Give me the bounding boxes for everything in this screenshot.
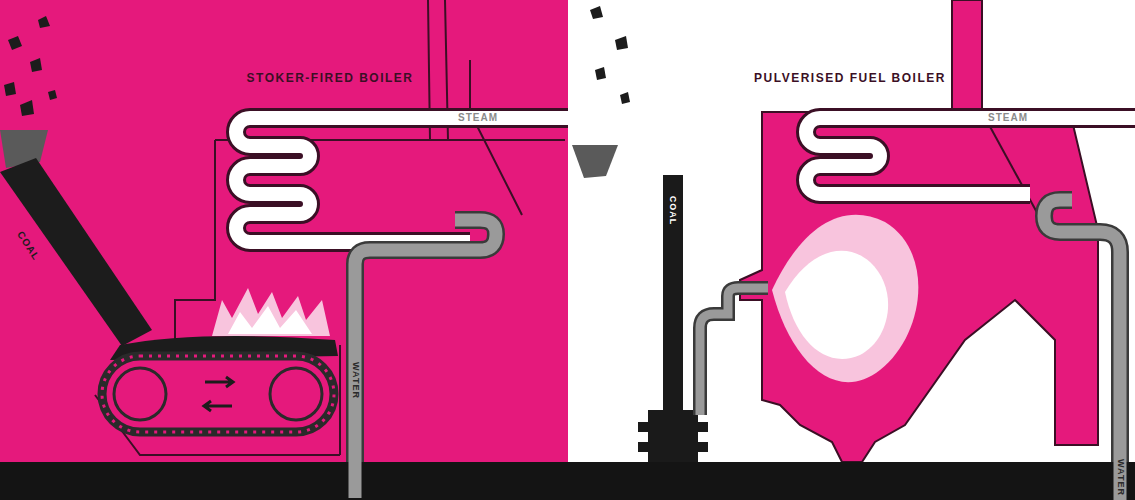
flame [212,288,330,336]
chimney-outline [428,0,522,215]
right-panel-ground [568,0,1135,500]
water-label: WATER [1116,459,1125,496]
pipe-outline [700,288,768,415]
coal-lump [590,6,603,19]
steam-tubes [806,118,1135,194]
flame-core [785,251,888,359]
tube-outline [236,118,568,242]
water-pipe [355,220,496,498]
coal-lump [595,67,606,80]
steam-label: STEAM [458,113,498,123]
boiler-title: PULVERISED FUEL BOILER [754,72,946,84]
coal-hopper [0,130,48,168]
grate-sprocket [114,368,166,420]
coal-supply [572,6,768,462]
coal-lump [620,92,630,104]
coal-lump [4,82,16,96]
coal-lump [20,100,34,116]
boiler-title: STOKER-FIRED BOILER [247,72,414,84]
steam-tubes [236,118,568,242]
pipe-outline [355,220,496,498]
coal-chute [0,158,152,346]
water-pipe-body [355,220,496,498]
direction-arrow [205,377,233,387]
pulveriser-mill [638,410,708,462]
coal-lump [48,90,57,100]
chain-grate [102,336,338,432]
coal-pipe [663,175,683,415]
coal-hopper [572,145,618,178]
steam-label: STEAM [988,113,1028,123]
coal-label: COAL [669,195,678,225]
flame [772,215,918,382]
grate-sprocket [270,368,322,420]
coal-supply [0,16,152,346]
coal-lump [615,36,628,50]
water-pipe-body [1044,200,1120,500]
coal-lump [30,58,42,72]
direction-arrow [204,401,232,411]
water-pipe [1044,200,1120,500]
flame-core [228,306,312,334]
left-panel-ground [0,0,568,500]
grate-belt [102,356,334,432]
water-pipe-body [349,462,362,498]
steam-tube [236,118,568,242]
water-label: WATER [351,362,360,399]
coal-lump [38,16,50,28]
grate-links [102,356,334,432]
fuel-pipe [700,288,768,415]
steam-tube [806,118,1135,194]
ground-bar [0,462,1135,500]
pipe-outline [1044,200,1120,500]
coal-lump [8,36,22,50]
tube-outline [806,118,1135,194]
